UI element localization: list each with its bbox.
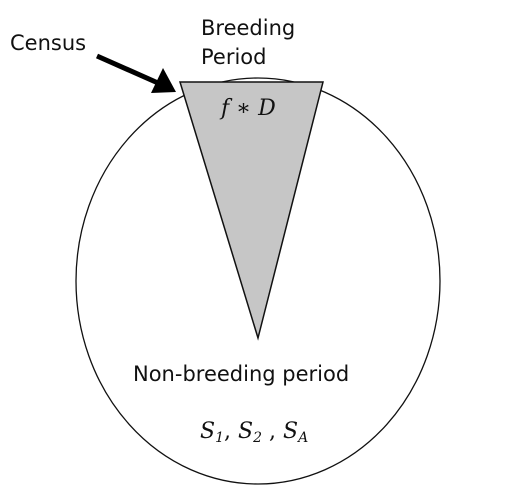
survival-terms: S1, S2 , SA xyxy=(200,419,309,446)
census-arrow-shaft xyxy=(95,53,160,86)
census-arrow-head xyxy=(151,68,176,93)
survival-term-s2: S2 xyxy=(238,419,262,446)
survival-term-s1: S1 xyxy=(200,419,224,446)
survival-term-sa: SA xyxy=(282,419,309,446)
nonbreeding-period-label: Non-breeding period xyxy=(133,362,350,386)
census-label: Census xyxy=(10,31,87,55)
breeding-period-label-line2: Period xyxy=(201,45,267,69)
fecundity-formula: f ∗ D xyxy=(221,96,276,121)
breeding-period-label-line1: Breeding xyxy=(201,16,296,40)
annual-cycle-circle xyxy=(75,77,441,485)
breeding-period-wedge xyxy=(178,81,324,341)
